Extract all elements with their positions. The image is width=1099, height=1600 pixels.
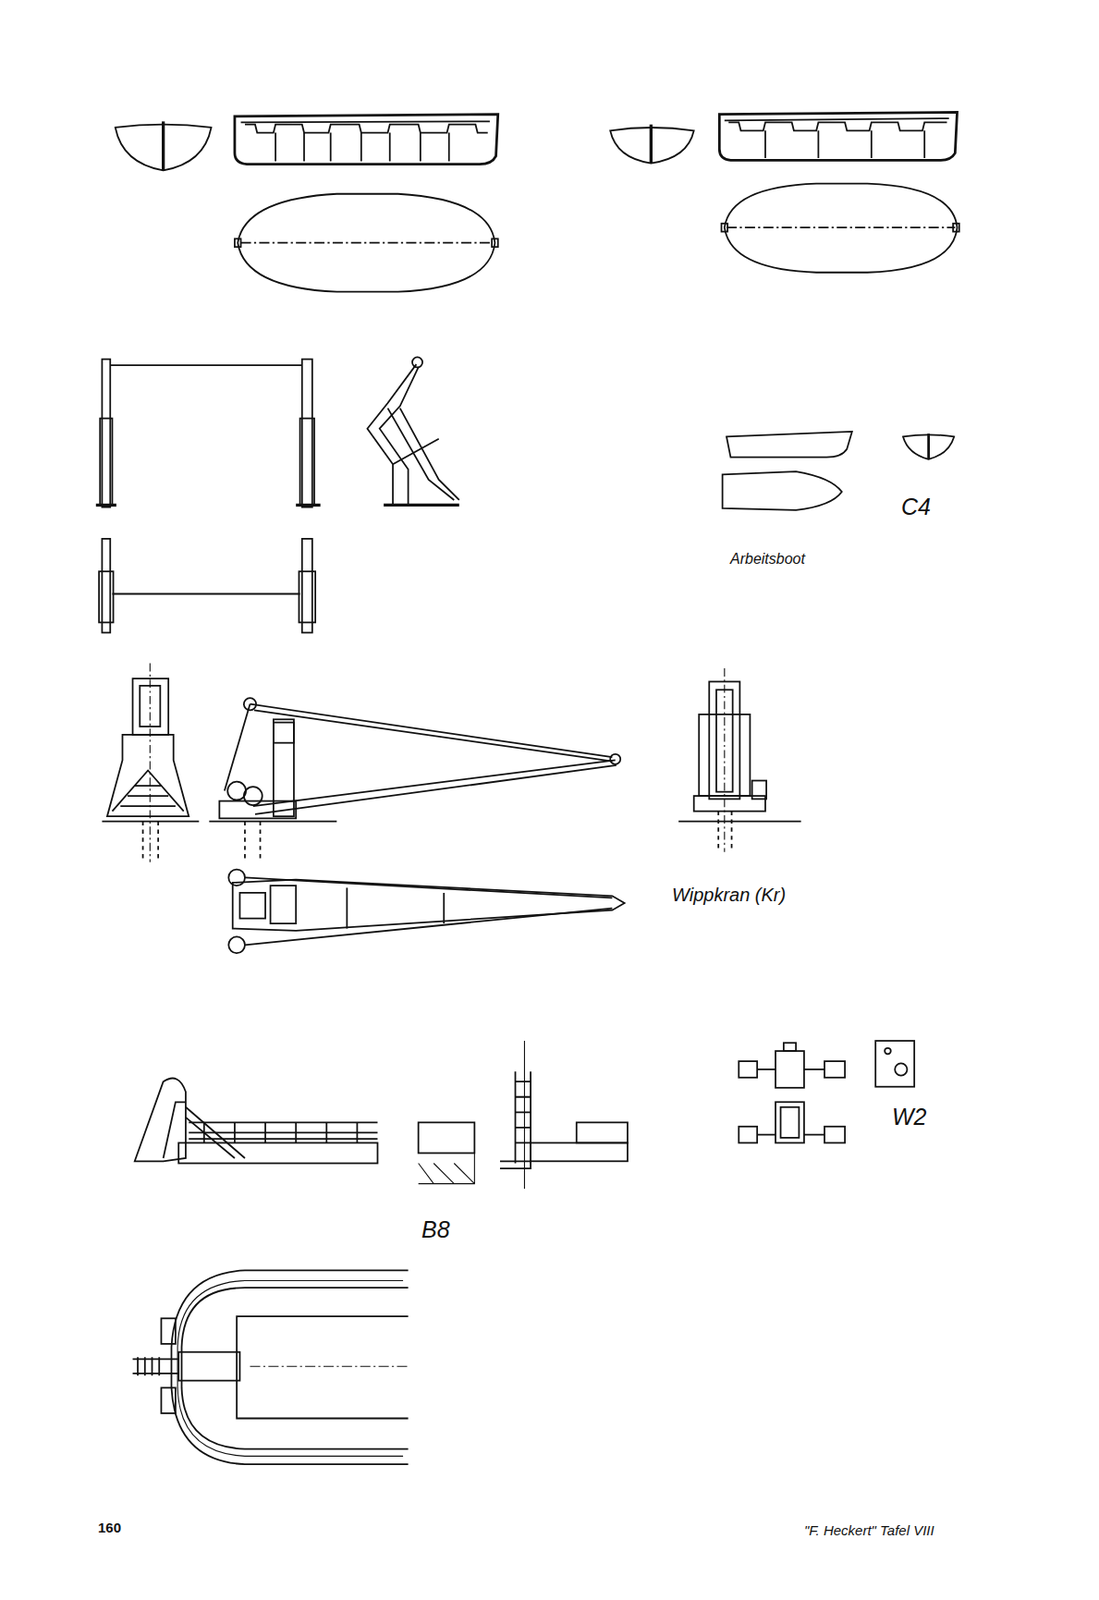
plate-label: B8 — [421, 1218, 451, 1242]
lifeboat-drawing — [610, 111, 960, 272]
plate-title: "F. Heckert" Tafel VIII — [804, 1523, 935, 1538]
plate-label: C4 — [901, 495, 931, 519]
lifeboat-drawing — [115, 114, 499, 293]
ramp-drawing — [134, 1040, 628, 1189]
part-name: Wippkran (Kr) — [671, 885, 786, 904]
plate-label: W2 — [891, 1105, 928, 1129]
winch-drawing — [738, 1040, 915, 1143]
page-number: 160 — [97, 1520, 122, 1535]
luffing-crane-drawing — [101, 663, 801, 954]
part-name: Arbeitsboot — [730, 551, 806, 567]
bow-plan-drawing — [133, 1269, 409, 1465]
davit-drawing — [96, 356, 460, 633]
